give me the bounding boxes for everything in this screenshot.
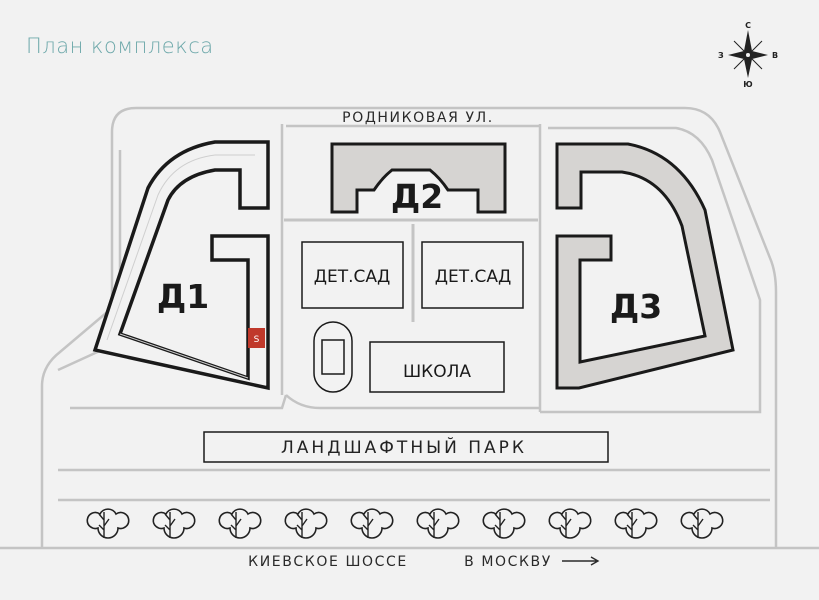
compass-south: Ю bbox=[743, 80, 752, 89]
compass-east: В bbox=[772, 51, 778, 60]
block-outline bbox=[40, 106, 778, 548]
school-box bbox=[369, 341, 505, 393]
park-label: ЛАНДШАФТНЫЙ ПАРК bbox=[281, 436, 527, 458]
building-d2 bbox=[330, 142, 507, 214]
tree-row bbox=[86, 508, 724, 539]
tree-icon bbox=[614, 508, 658, 539]
school-label: ШКОЛА bbox=[403, 362, 471, 382]
tree-icon bbox=[86, 508, 130, 539]
stadium-track bbox=[313, 321, 353, 393]
street-top-label: РОДНИКОВАЯ УЛ. bbox=[342, 110, 494, 126]
street-bottom-label: КИЕВСКОЕ ШОССЕ bbox=[248, 554, 408, 570]
tree-icon bbox=[482, 508, 526, 539]
marker-s-label: S bbox=[254, 335, 260, 345]
kindergarten-2-label: ДЕТ.САД bbox=[435, 267, 512, 287]
kindergarten-1-box bbox=[301, 241, 404, 309]
stadium-field bbox=[321, 339, 345, 375]
kindergarten-1-label: ДЕТ.САД bbox=[314, 267, 391, 287]
building-d1-label: Д1 bbox=[157, 277, 209, 316]
park-box bbox=[203, 431, 609, 463]
building-d1-inner bbox=[106, 154, 255, 379]
tree-icon bbox=[680, 508, 724, 539]
tree-icon bbox=[416, 508, 460, 539]
building-d2-label: Д2 bbox=[391, 177, 443, 216]
building-d3 bbox=[555, 142, 735, 390]
tree-icon bbox=[350, 508, 394, 539]
compass-west: З bbox=[718, 51, 724, 60]
direction-label: В МОСКВУ bbox=[464, 554, 552, 570]
tree-icon bbox=[218, 508, 262, 539]
page-title: План комплекса bbox=[26, 34, 214, 58]
tree-icon bbox=[284, 508, 328, 539]
inner-road-3 bbox=[286, 124, 762, 414]
inner-road-4 bbox=[58, 468, 770, 502]
marker-s[interactable] bbox=[248, 328, 265, 348]
kindergarten-2-box bbox=[421, 241, 524, 309]
building-d3-label: Д3 bbox=[610, 287, 662, 326]
tree-icon bbox=[152, 508, 196, 539]
tree-icon bbox=[548, 508, 592, 539]
compass-north: С bbox=[745, 21, 751, 30]
arrow-right-icon bbox=[562, 556, 600, 566]
compass-icon bbox=[728, 30, 768, 78]
